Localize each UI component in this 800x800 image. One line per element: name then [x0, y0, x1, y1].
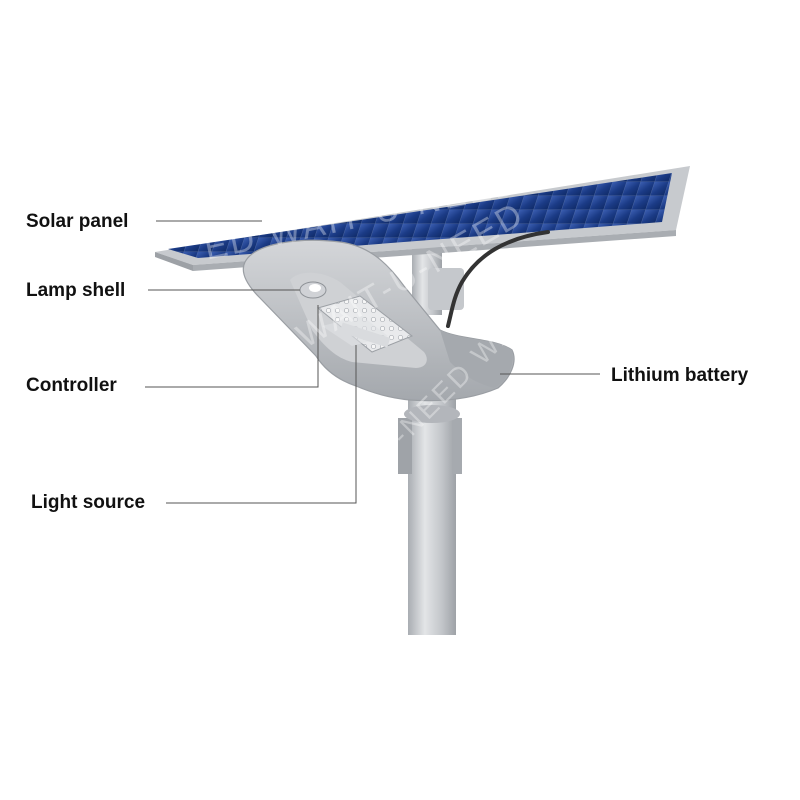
label-lamp-shell: Lamp shell — [26, 280, 126, 301]
controller-sensor — [299, 281, 327, 299]
battery-cable — [446, 230, 550, 328]
pole — [398, 395, 462, 635]
leader-light-source — [166, 345, 357, 504]
label-controller: Controller — [26, 375, 117, 396]
leader-controller — [145, 305, 319, 388]
label-solar-panel: Solar panel — [26, 211, 129, 232]
led-light-source — [316, 295, 414, 353]
label-lithium-battery: Lithium battery — [611, 365, 749, 386]
label-light-source: Light source — [31, 492, 146, 513]
leader-lines — [145, 220, 600, 504]
